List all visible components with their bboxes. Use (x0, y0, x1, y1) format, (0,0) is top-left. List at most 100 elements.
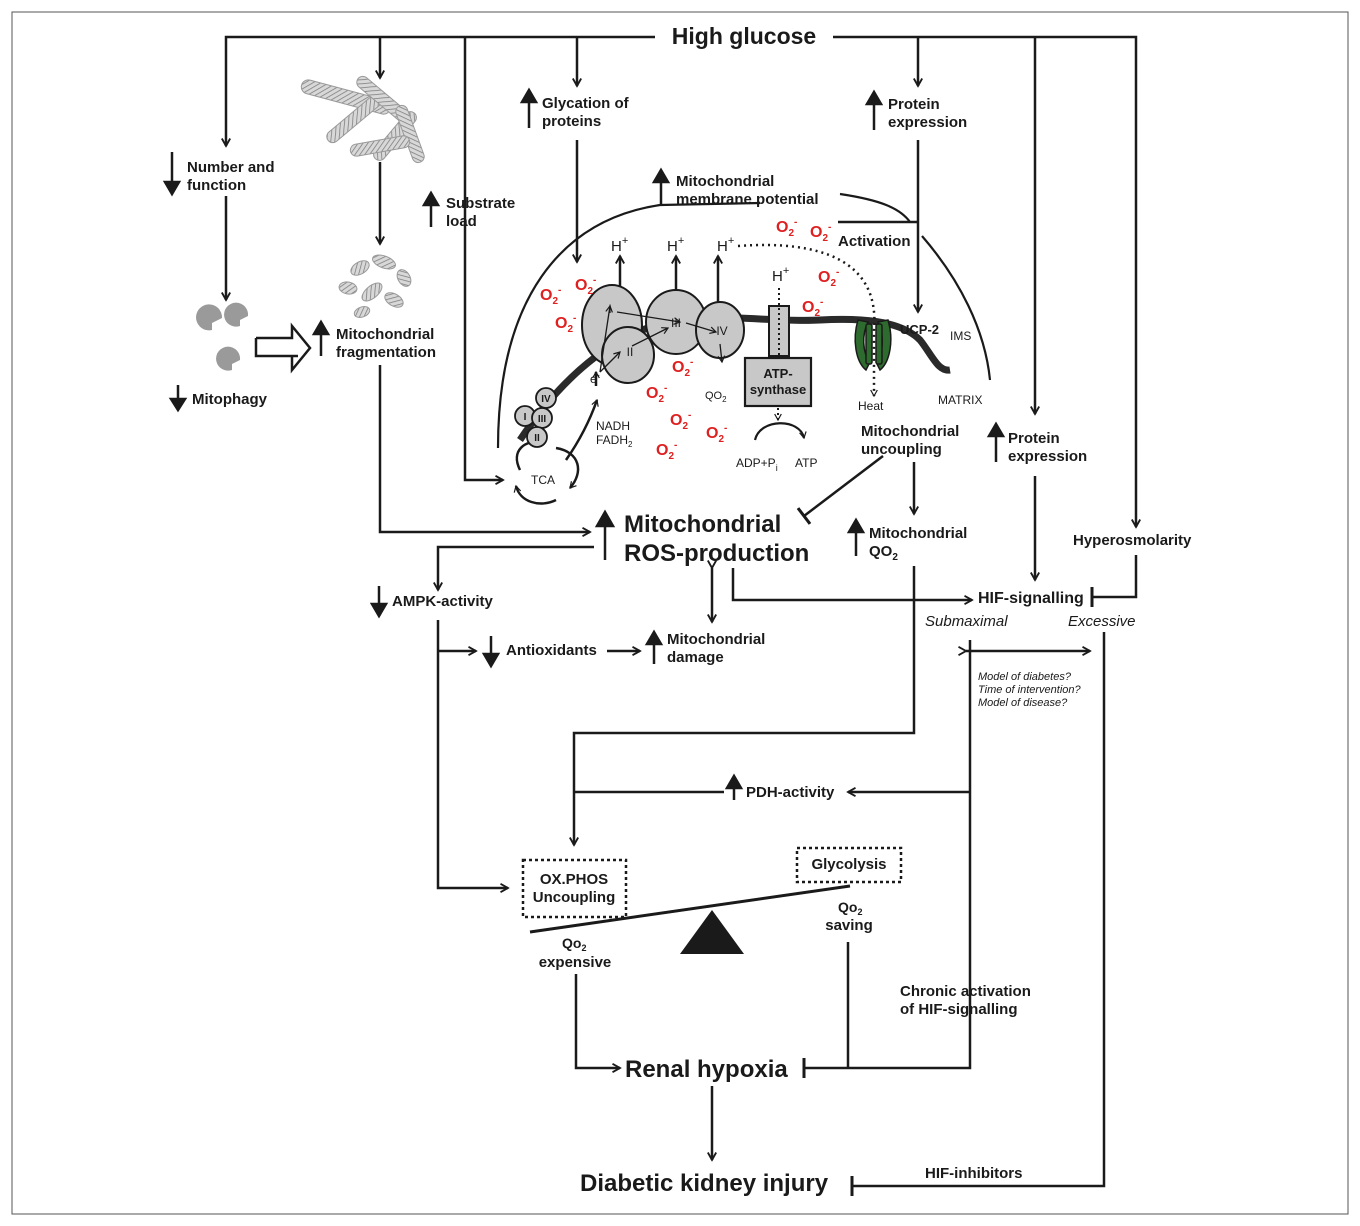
label-qo2-saving-2: saving (825, 917, 873, 934)
label-damage-1: Mitochondrial (667, 631, 765, 648)
label-protein-top-1: Protein (888, 96, 940, 113)
label-heat: Heat (858, 399, 884, 413)
arrow-ampk-oxphos (436, 620, 508, 888)
arrow-ros-ampk (438, 545, 594, 590)
label-chronic-1: Chronic activation (900, 983, 1031, 1000)
qo2-saving-main: Qo (838, 899, 857, 915)
arrow-glucose-hyperosmolarity (833, 35, 1136, 527)
label-mmp-2: membrane potential (676, 191, 819, 208)
label-substrate-2: load (446, 213, 477, 230)
label-damage-2: damage (667, 649, 724, 666)
small-complex-iv-label: IV (541, 394, 551, 405)
electron-e-i (599, 304, 613, 373)
label-antioxidants: Antioxidants (506, 642, 597, 659)
proton-leak-path (737, 243, 878, 398)
arrow-ros-hif (731, 568, 972, 600)
oxphos-box (521, 858, 628, 919)
label-qo2-saving-1: Qo2 (838, 899, 862, 917)
fragmented-mitochondria (338, 254, 412, 318)
label-activation: Activation (838, 233, 911, 250)
superoxide-label: O2- (575, 275, 596, 297)
label-substrate-1: Substrate (446, 195, 515, 212)
superoxide-label: O2- (810, 222, 831, 244)
label-ros-1: Mitochondrial (624, 511, 781, 538)
label-pdh: PDH-activity (746, 784, 835, 801)
label-fragmentation-2: fragmentation (336, 344, 436, 361)
label-mito-qo2-1: Mitochondrial (869, 525, 967, 542)
superoxide-label: O2- (646, 383, 667, 405)
label-number-function-1: Number and (187, 159, 275, 176)
superoxide-label: O2- (776, 217, 797, 239)
label-atp: ATP (795, 456, 817, 470)
mito-qo2-main: QO (869, 543, 893, 560)
arrow-qo2-oxphos (574, 566, 916, 845)
atp-synthase-label-2: synthase (750, 382, 806, 397)
label-qo2-small: QO2 (705, 390, 727, 404)
label-oxphos-1: OX.PHOS (540, 871, 608, 888)
label-chronic-2: of HIF-signalling (900, 1001, 1018, 1018)
arrow-fragmentation-ros (378, 365, 590, 532)
mito-qo2-sub: 2 (892, 552, 898, 563)
ucp2-protein (854, 319, 892, 372)
label-matrix: MATRIX (938, 393, 982, 407)
membrane-outer-right (921, 235, 992, 381)
arrow-glucose-number (226, 35, 655, 146)
label-ucp2: UCP-2 (900, 322, 939, 337)
balance-fulcrum (680, 910, 744, 954)
label-ims: IMS (950, 329, 971, 343)
label-hyperosmolarity: Hyperosmolarity (1073, 532, 1192, 549)
label-adp-pi: ADP+Pi (736, 456, 778, 473)
electron-sup: - (597, 370, 600, 380)
small-complex-i-label: I (524, 412, 527, 423)
adp-pi-main: ADP+P (736, 456, 776, 470)
electron-e-ii (599, 351, 621, 373)
label-mmp-1: Mitochondrial (676, 173, 774, 190)
label-protein-top-2: expression (888, 114, 967, 131)
label-glycolysis: Glycolysis (811, 856, 886, 873)
label-uncoupling-1: Mitochondrial (861, 423, 959, 440)
arrow-glucose-substrate (463, 37, 503, 480)
label-ampk: AMPK-activity (392, 593, 494, 610)
label-renal-hypoxia: Renal hypoxia (625, 1056, 788, 1083)
adp-atp-arc (753, 422, 807, 441)
complex-iv-down (717, 343, 726, 364)
label-dki: Diabetic kidney injury (580, 1170, 829, 1197)
qo2-small-sub: 2 (722, 395, 727, 404)
arrow-tca-nadh (564, 398, 599, 461)
label-uncoupling-2: uncoupling (861, 441, 942, 458)
fadh-main: FADH (596, 433, 628, 447)
superoxide-label: O2- (540, 285, 561, 307)
tca-arc-2 (555, 446, 580, 489)
h-plus-3: H+ (717, 235, 734, 255)
membrane-outer-top (839, 192, 911, 223)
label-fragmentation-1: Mitochondrial (336, 326, 434, 343)
label-fadh: FADH2 (596, 433, 633, 449)
label-glycation-2: proteins (542, 113, 601, 130)
inhibit-hif-inhibitors-injury (850, 632, 1106, 1196)
label-ros-2: ROS-production (624, 540, 809, 567)
arrow-mitophagy-hollow (256, 322, 312, 374)
small-complex-iii-label: III (538, 414, 547, 425)
complex-ii-label: II (627, 345, 634, 359)
inhibit-chronic-hif-hypoxia (802, 640, 972, 1078)
adp-pi-sub: i (776, 463, 778, 473)
label-question-2: Time of intervention? (978, 684, 1082, 696)
qo2-expensive-main: Qo (562, 935, 581, 951)
mitophagy-icons (196, 302, 249, 371)
label-oxphos-2: Uncoupling (533, 889, 616, 906)
label-glycation-1: Glycation of (542, 95, 630, 112)
label-nadh: NADH (596, 419, 630, 433)
h-plus-4: H+ (772, 265, 789, 285)
superoxide-label: O2- (818, 267, 839, 289)
arrow-expensive-hypoxia (574, 974, 620, 1068)
complex-iii-label: III (671, 316, 681, 330)
label-hif-inhibitors: HIF-inhibitors (925, 1165, 1023, 1182)
electron-main: e (590, 372, 597, 386)
h-plus-1: H+ (611, 235, 628, 255)
atp-synthase-body (743, 356, 813, 408)
label-tca: TCA (531, 473, 555, 487)
figure-border (11, 11, 1349, 1215)
label-submaximal: Submaximal (925, 613, 1008, 630)
tca-arc-3 (513, 484, 557, 505)
